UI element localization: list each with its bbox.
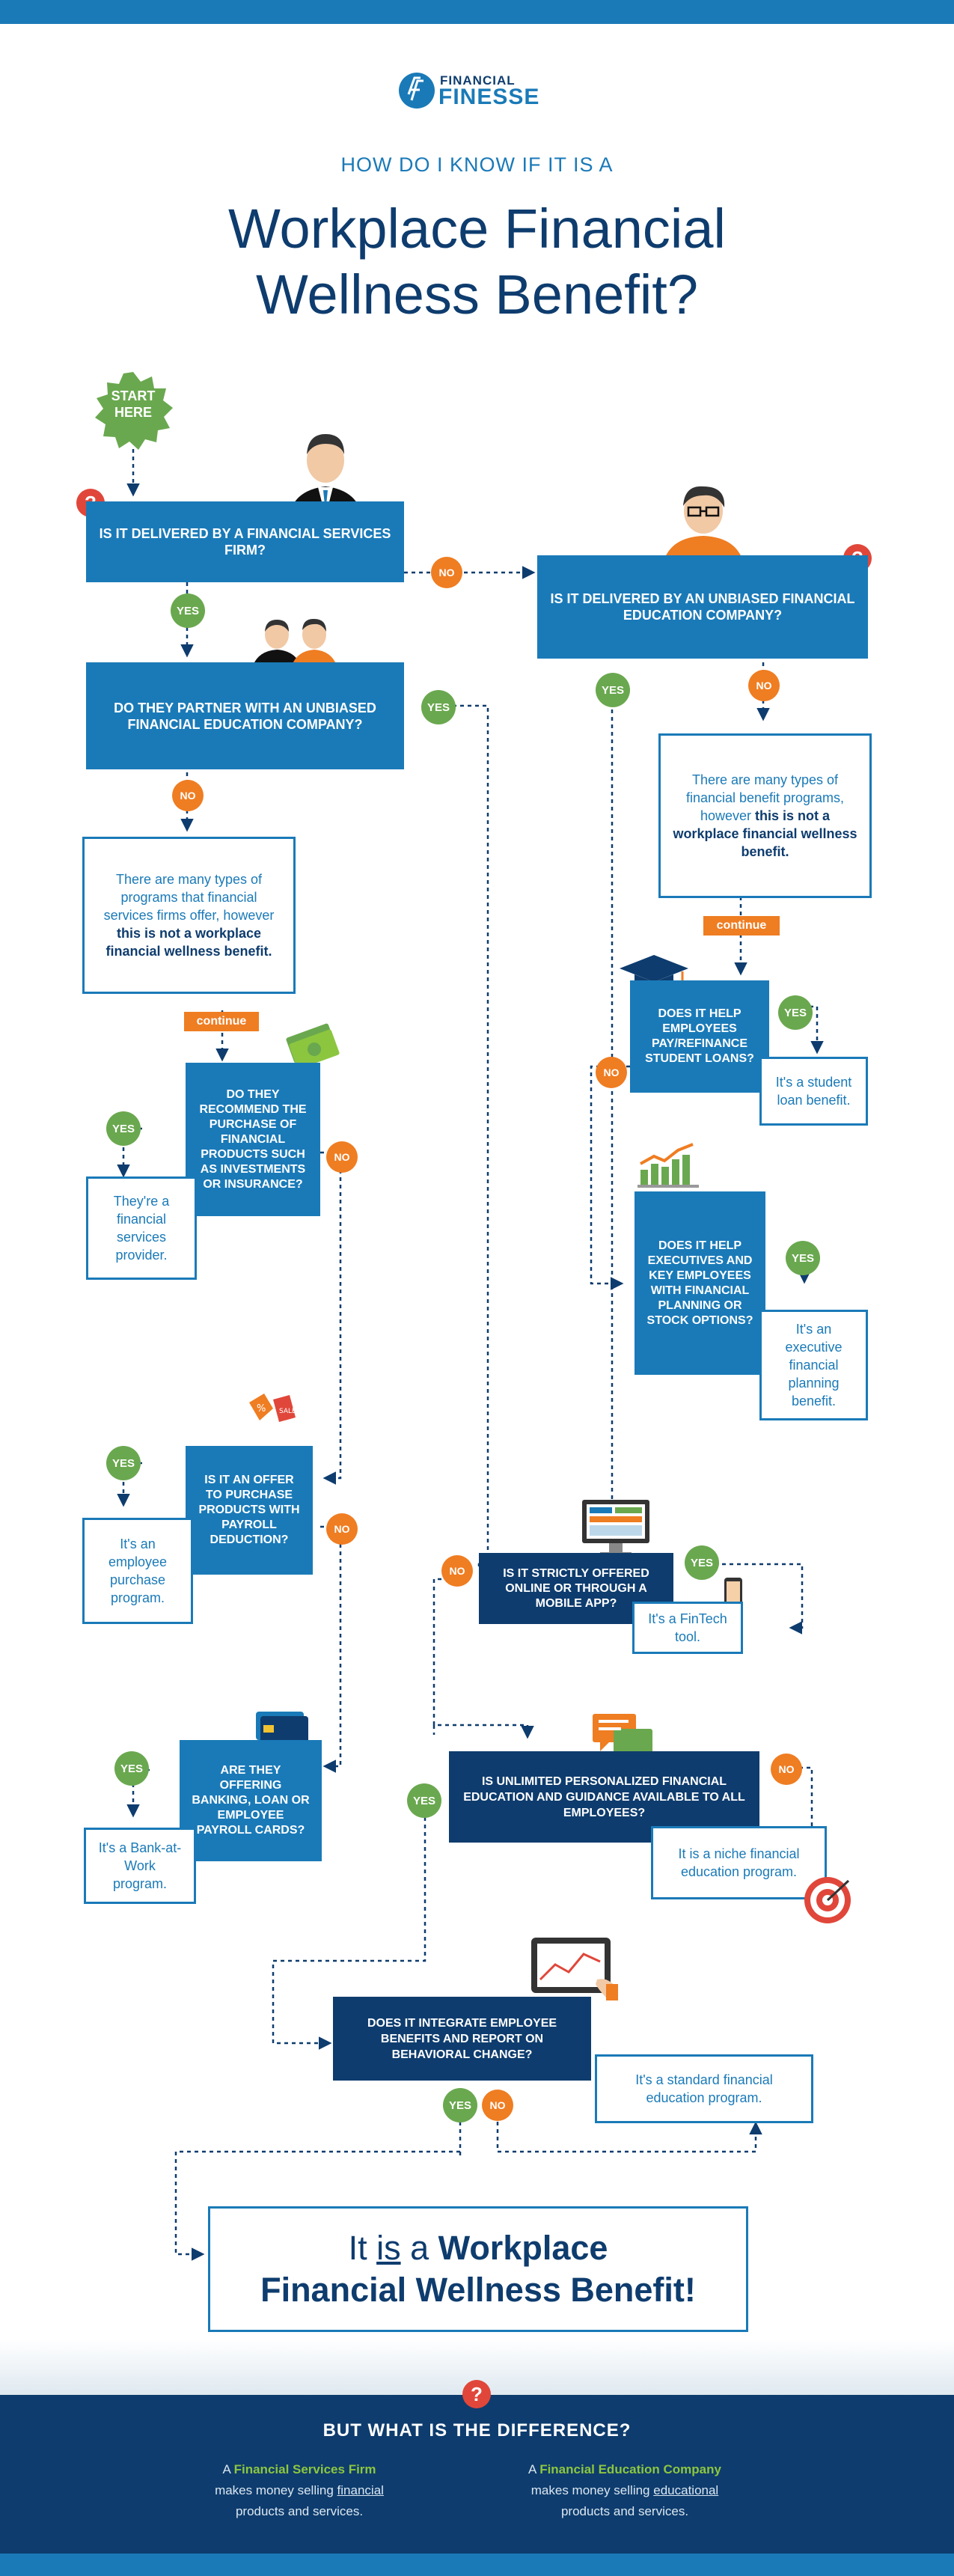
answer-bank-at-work: It's a Bank-at-Work program. (84, 1828, 196, 1904)
no-badge: NO (482, 2090, 513, 2121)
title-line1: Workplace Financial (228, 198, 726, 260)
question-payroll-deduction: IS IT AN OFFER TO PURCHASE PRODUCTS WITH… (186, 1446, 313, 1575)
answer-standard-program: It's a standard financial education prog… (595, 2054, 813, 2123)
no-badge: NO (326, 1141, 358, 1173)
yes-badge: YES (443, 2088, 477, 2122)
growth-chart-icon (637, 1143, 699, 1188)
answer-not-benefit-left: There are many types of programs that fi… (82, 837, 296, 994)
final-line2: Financial Wellness Benefit! (260, 2271, 696, 2309)
question-recommend-products: DO THEY RECOMMEND THE PURCHASE OF FINANC… (186, 1063, 320, 1216)
yes-badge: YES (778, 995, 813, 1030)
logo-icon (399, 73, 435, 109)
answer-student-loan: It's a student loan benefit. (759, 1057, 868, 1126)
no-badge: NO (326, 1513, 358, 1545)
yes-badge: YES (114, 1751, 149, 1786)
tablet-chart-icon (531, 1938, 618, 2000)
answer-executive-benefit: It's an executive financial planning ben… (759, 1310, 868, 1420)
chat-bubbles-icon (593, 1714, 652, 1760)
svg-text:SALE: SALE (279, 1408, 296, 1415)
footer-panel (0, 2395, 954, 2576)
question-student-loans: DOES IT HELP EMPLOYEES PAY/REFINANCE STU… (630, 980, 769, 1093)
question-integrate-benefits: DOES IT INTEGRATE EMPLOYEE BENEFITS AND … (333, 1997, 591, 2081)
svg-text:%: % (257, 1403, 266, 1414)
no-badge: NO (596, 1057, 627, 1088)
money-icon (286, 1023, 340, 1069)
education-person-icon (662, 486, 744, 567)
no-badge: NO (771, 1754, 802, 1785)
footer-financial-education-company: A Financial Education Company makes mone… (528, 2462, 721, 2518)
continue-label: continue (184, 1012, 259, 1031)
target-icon (804, 1877, 851, 1923)
phone-icon (724, 1578, 742, 1609)
title-line2: Wellness Benefit? (256, 263, 698, 326)
footer-bottom-bar (0, 2554, 954, 2576)
answer-fintech-tool: It's a FinTech tool. (632, 1602, 743, 1654)
yes-badge: YES (685, 1545, 719, 1580)
question-financial-services-firm: IS IT DELIVERED BY A FINANCIAL SERVICES … (86, 501, 404, 582)
yes-badge: YES (106, 1111, 141, 1146)
start-here-badge (95, 372, 173, 450)
question-mark-icon: ? (462, 2380, 491, 2408)
answer-not-benefit-right: There are many types of financial benefi… (658, 733, 872, 898)
question-education-company: IS IT DELIVERED BY AN UNBIASED FINANCIAL… (537, 555, 868, 659)
continue-label: continue (703, 916, 780, 936)
logo-line1: FINANCIAL (440, 73, 516, 88)
yes-badge: YES (786, 1241, 820, 1275)
yes-badge: YES (421, 690, 456, 724)
bank-card-icon (256, 1712, 308, 1745)
final-line1: It is a Workplace (348, 2229, 608, 2267)
page-title: Workplace Financial Wellness Benefit? (0, 196, 954, 328)
sale-tags-icon: % SALE (249, 1394, 296, 1422)
yes-badge: YES (106, 1446, 141, 1480)
top-bar (0, 0, 954, 24)
question-partner-education-company: DO THEY PARTNER WITH AN UNBIASED FINANCI… (86, 662, 404, 769)
no-badge: NO (748, 670, 780, 701)
computer-icon (582, 1500, 649, 1556)
question-banking-cards: ARE THEY OFFERING BANKING, LOAN OR EMPLO… (180, 1740, 322, 1861)
answer-niche-program: It is a niche financial education progra… (651, 1826, 827, 1899)
start-here-label: START HERE (111, 388, 156, 420)
no-badge: NO (431, 557, 462, 588)
answer-employee-purchase: It's an employee purchase program. (82, 1518, 193, 1624)
no-badge: NO (172, 780, 204, 811)
yes-badge: YES (171, 593, 205, 628)
page-kicker: HOW DO I KNOW IF IT IS A (340, 153, 614, 176)
question-executive-planning: DOES IT HELP EXECUTIVES AND KEY EMPLOYEE… (635, 1191, 765, 1375)
yes-badge: YES (407, 1783, 441, 1818)
yes-badge: YES (596, 673, 630, 707)
final-result-box: It is a Workplace Financial Wellness Ben… (208, 2206, 748, 2332)
footer-title: BUT WHAT IS THE DIFFERENCE? (322, 2420, 632, 2441)
no-badge: NO (441, 1555, 473, 1587)
answer-financial-services-provider: They're a financial services provider. (86, 1176, 197, 1280)
logo-line2: FINESSE (438, 85, 540, 109)
footer-financial-services-firm: A Financial Services Firm makes money se… (215, 2462, 384, 2518)
flow-connectors (117, 449, 824, 2261)
